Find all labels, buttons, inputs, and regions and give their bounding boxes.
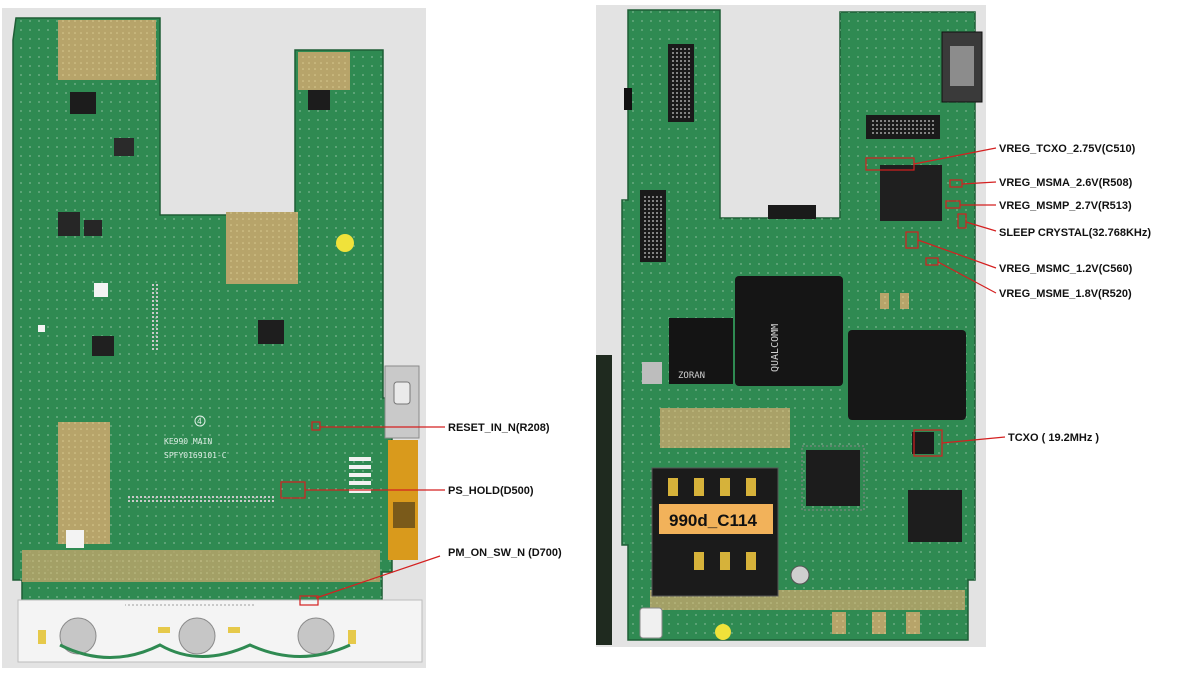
right-test-point bbox=[715, 624, 731, 640]
left-ic-u5 bbox=[92, 336, 114, 356]
right-ic-zoran bbox=[669, 318, 733, 384]
highlight-pm-on bbox=[299, 595, 319, 606]
label-ps-hold: PS_HOLD(D500) bbox=[448, 485, 534, 497]
right-sim-contacts bbox=[668, 478, 756, 570]
right-side-button bbox=[624, 88, 632, 110]
left-flex-pins bbox=[349, 457, 371, 493]
leader-sleep-crystal bbox=[965, 221, 997, 232]
left-white-pad bbox=[94, 283, 108, 297]
left-ic-u2 bbox=[308, 90, 330, 110]
right-photo: ZORAN QUALCOMM 990d_C114 bbox=[596, 5, 1151, 647]
chip-zoran-label: ZORAN bbox=[678, 371, 705, 381]
left-gold-pad-side bbox=[58, 422, 110, 544]
chip-qualcomm-label: QUALCOMM bbox=[770, 324, 781, 372]
label-reset-in-n: RESET_IN_N(R208) bbox=[448, 422, 550, 434]
left-ic-u3 bbox=[114, 138, 134, 156]
left-test-point bbox=[336, 234, 354, 252]
leader-tcxo bbox=[941, 436, 1006, 444]
highlight-sleep-crystal bbox=[957, 213, 967, 229]
label-vreg-msmp: VREG_MSMP_2.7V(R513) bbox=[999, 200, 1132, 212]
left-silk-serial: SPFY0169101-C bbox=[164, 451, 227, 460]
left-white-pad-3 bbox=[38, 325, 45, 332]
left-ic-u1 bbox=[70, 92, 96, 114]
left-gold-pad-mid bbox=[226, 212, 298, 284]
label-vreg-msme: VREG_MSME_1.8V(R520) bbox=[999, 288, 1132, 300]
left-key-3 bbox=[297, 617, 335, 655]
left-gold-strip-bottom bbox=[22, 550, 380, 582]
right-ic-pa bbox=[908, 490, 962, 542]
left-gold-pad-tab bbox=[298, 52, 350, 90]
right-component-can bbox=[642, 362, 662, 384]
right-connector-small bbox=[768, 205, 816, 219]
left-ic-u7 bbox=[84, 220, 102, 236]
leader-vreg-msme bbox=[937, 261, 997, 294]
sticker-label: 990d_C114 bbox=[669, 511, 757, 530]
label-tcxo: TCXO ( 19.2MHz ) bbox=[1008, 432, 1099, 444]
left-gold-pad-top bbox=[58, 20, 156, 80]
left-pin-row bbox=[126, 494, 276, 502]
left-key-2 bbox=[178, 617, 216, 655]
right-ic-small bbox=[912, 432, 934, 454]
leader-vreg-tcxo bbox=[913, 147, 997, 165]
right-ic-pmic bbox=[880, 165, 942, 221]
label-pm-on-sw-n: PM_ON_SW_N (D700) bbox=[448, 547, 562, 559]
right-antenna-connector bbox=[790, 565, 810, 585]
left-ic-u6 bbox=[58, 212, 80, 236]
highlight-reset bbox=[311, 421, 321, 431]
left-white-pad-2 bbox=[66, 530, 84, 548]
right-gold-pad-middle bbox=[660, 408, 790, 448]
right-ic-rf bbox=[806, 450, 860, 506]
right-speaker-pad bbox=[639, 607, 663, 639]
label-vreg-msma: VREG_MSMA_2.6V(R508) bbox=[999, 177, 1133, 189]
leader-pm-on bbox=[315, 555, 441, 599]
left-connector-strip bbox=[152, 282, 160, 352]
right-ic-memory bbox=[848, 330, 966, 420]
left-side-switch bbox=[393, 502, 415, 528]
left-flex-cable bbox=[388, 440, 418, 560]
left-ic-u4 bbox=[258, 320, 284, 344]
highlight-vreg-msme bbox=[925, 257, 939, 266]
right-ic-qualcomm bbox=[735, 276, 843, 386]
left-key-1 bbox=[59, 617, 97, 655]
label-vreg-msmc: VREG_MSMC_1.2V(C560) bbox=[999, 263, 1133, 275]
label-sleep-crystal: SLEEP CRYSTAL(32.768KHz) bbox=[999, 227, 1151, 239]
label-vreg-tcxo: VREG_TCXO_2.75V(C510) bbox=[999, 143, 1136, 155]
right-sticker bbox=[659, 504, 773, 534]
right-side-rail bbox=[596, 355, 612, 645]
left-silk-model: KE990 MAIN bbox=[164, 437, 212, 446]
leader-vreg-msma bbox=[961, 181, 997, 185]
left-silk-rev: 4 bbox=[197, 417, 202, 426]
leader-vreg-msmc bbox=[917, 239, 997, 269]
left-photo: KE990 MAIN SPFY0169101-C 4 bbox=[2, 8, 562, 668]
